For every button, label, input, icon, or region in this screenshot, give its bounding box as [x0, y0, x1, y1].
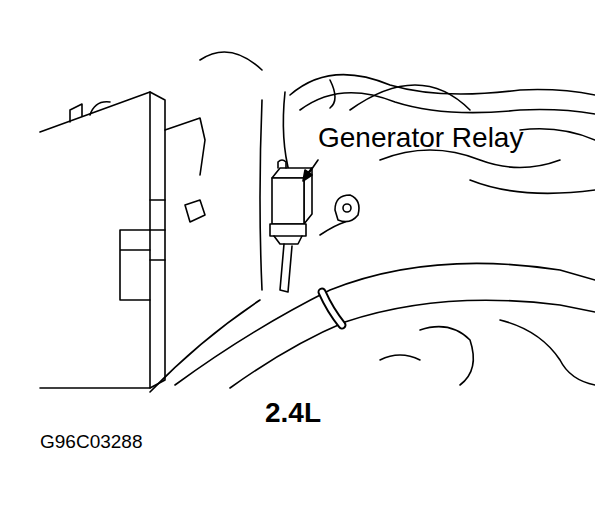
part-label: Generator Relay — [318, 123, 523, 154]
engine-size-label: 2.4L — [265, 398, 321, 429]
figure-code: G96C03288 — [40, 432, 142, 453]
